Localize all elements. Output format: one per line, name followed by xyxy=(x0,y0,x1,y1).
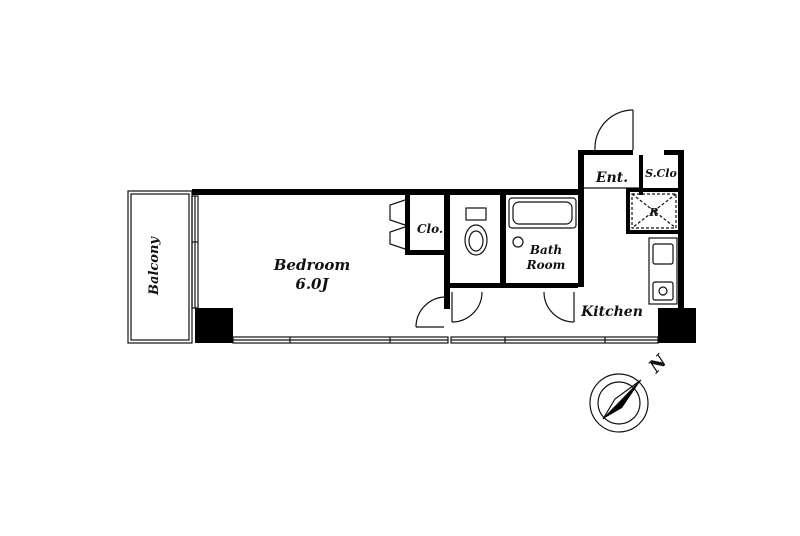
toilet xyxy=(464,207,488,256)
shoe-closet-label: S.Clo xyxy=(645,167,677,180)
bedroom-size-label: 6.0J xyxy=(295,275,329,293)
balcony: Balcony xyxy=(127,190,193,344)
bath-label-line1: Bath xyxy=(529,243,562,257)
closet-label: Clo. xyxy=(417,222,443,236)
bedroom-door xyxy=(415,296,447,328)
bedroom-label: Bedroom xyxy=(273,256,351,274)
toilet-door xyxy=(451,291,483,323)
refrigerator-label: R xyxy=(648,206,658,219)
entrance-label: Ent. xyxy=(595,170,628,186)
refrigerator xyxy=(631,193,677,229)
compass: N xyxy=(589,350,672,433)
kitchen-counter xyxy=(648,237,678,305)
closet-doors xyxy=(389,199,406,250)
kitchen-label: Kitchen xyxy=(580,304,643,320)
entrance-door xyxy=(594,109,634,151)
bath-door xyxy=(543,291,575,323)
balcony-label: Balcony xyxy=(147,236,162,296)
bath-label-line2: Room xyxy=(526,258,566,272)
bathtub xyxy=(508,197,577,248)
north-label: N xyxy=(644,350,672,378)
interior-walls xyxy=(405,155,681,309)
balcony-window xyxy=(191,195,199,309)
